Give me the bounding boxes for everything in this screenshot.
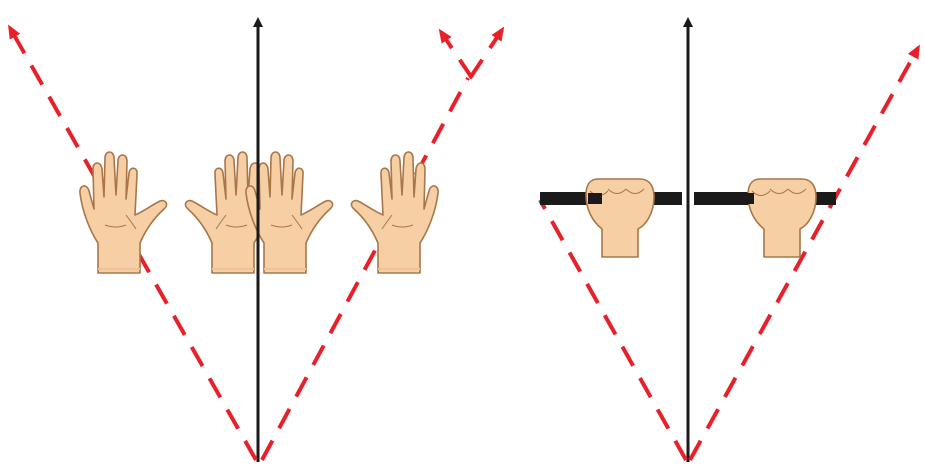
barbell-bar-overlay-left bbox=[588, 193, 602, 204]
right-dashed-line-right bbox=[688, 44, 920, 461]
left-dashed-short-arrow-a bbox=[438, 28, 474, 80]
open-palm-icon-1 bbox=[78, 151, 168, 274]
grip-panel bbox=[538, 17, 920, 462]
fist-grip-icon-1 bbox=[585, 178, 655, 258]
right-dashed-line-left bbox=[538, 199, 688, 461]
left-dashed-line-inner bbox=[260, 77, 470, 461]
open-hands-panel bbox=[8, 17, 505, 462]
fist-grip-icon-2 bbox=[747, 178, 817, 258]
left-dashed-line-outer bbox=[8, 24, 258, 461]
open-palm-icon-4 bbox=[350, 151, 440, 274]
left-dashed-short-arrow-b bbox=[468, 26, 505, 80]
barbell-bar-overlay-right bbox=[740, 193, 754, 204]
